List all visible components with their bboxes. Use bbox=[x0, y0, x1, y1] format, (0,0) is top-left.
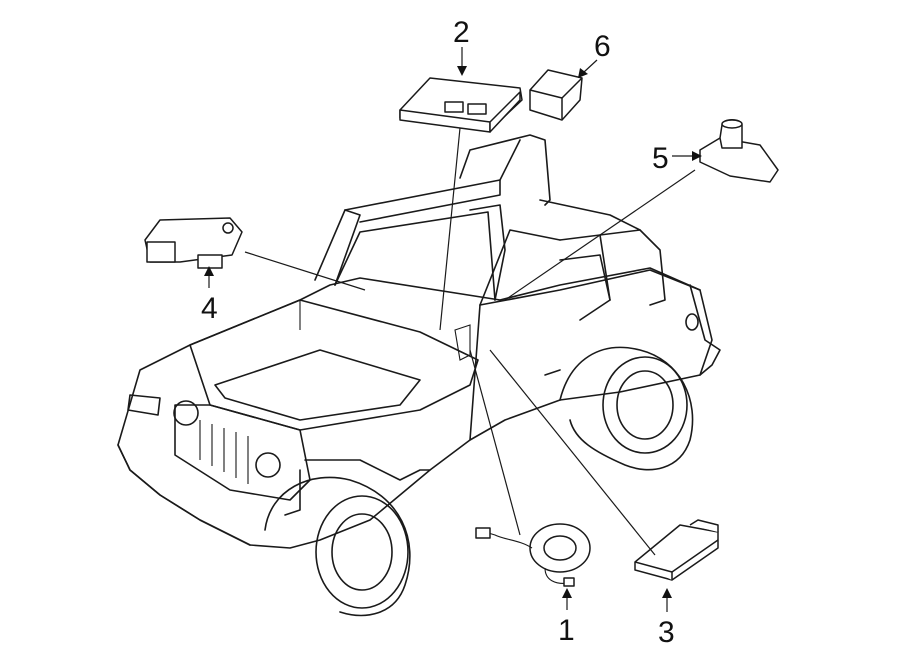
callout-5: 5 bbox=[652, 142, 669, 175]
callouts: 2 6 5 4 1 3 bbox=[201, 16, 702, 649]
part-4-side-sensor bbox=[144, 217, 243, 269]
leader-lines bbox=[244, 127, 696, 556]
part-2-control-module bbox=[399, 77, 523, 133]
part-5-impact-sensor bbox=[699, 119, 779, 183]
callout-3: 3 bbox=[658, 616, 675, 649]
callout-4: 4 bbox=[201, 292, 218, 325]
part-6-sensor bbox=[529, 69, 583, 121]
vehicle-illustration bbox=[117, 134, 721, 617]
part-1-clockspring bbox=[475, 523, 591, 587]
callout-2: 2 bbox=[453, 16, 470, 49]
part-3-module bbox=[634, 519, 719, 581]
callout-1: 1 bbox=[558, 614, 575, 647]
callout-6: 6 bbox=[594, 30, 611, 63]
